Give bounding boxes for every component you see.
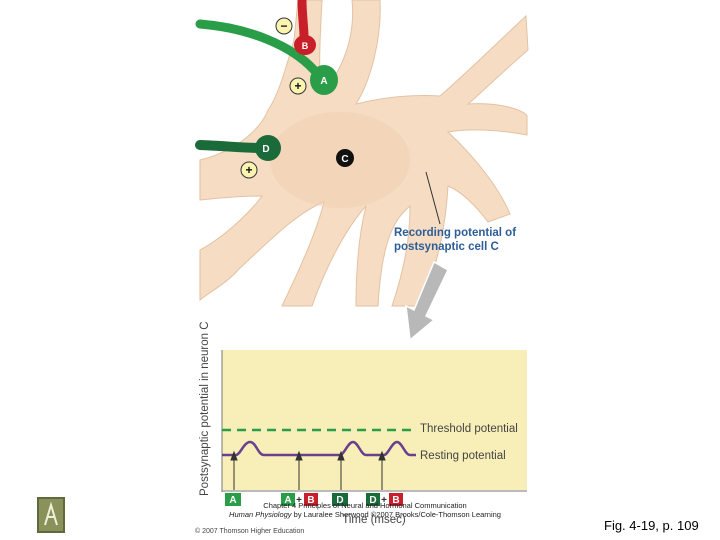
recording-leader-line xyxy=(425,171,441,225)
chart-background xyxy=(222,350,527,490)
caption-chapter-text: Chapter 4 Principles of Neural and Hormo… xyxy=(263,501,467,510)
stimulus-label-db-plus: + xyxy=(381,495,387,506)
sign-plus-d: + xyxy=(240,161,258,179)
sign-minus-text: − xyxy=(280,19,287,33)
stimulus-label-ab: A + B xyxy=(281,493,318,506)
recording-label-line2: postsynaptic cell C xyxy=(394,241,499,253)
stimulus-arrowhead-db xyxy=(378,450,386,461)
threshold-label: Threshold potential xyxy=(420,423,518,435)
x-axis-title: Time (msec) xyxy=(342,514,406,526)
stimulus-label-ab-b: B xyxy=(307,495,314,506)
recording-arrow xyxy=(405,260,449,342)
stimulus-label-a: A xyxy=(225,493,241,506)
stimulus-label-a-text: A xyxy=(229,495,236,506)
label-d: D xyxy=(262,144,269,155)
y-axis-title: Postsynaptic potential in neuron C xyxy=(199,321,211,496)
copyright-notice: © 2007 Thomson Higher Education xyxy=(195,528,305,535)
resting-label: Resting potential xyxy=(420,450,506,462)
caption-book-credit: by Lauralee Sherwood ©2007 Brooks/Cole-T… xyxy=(291,510,501,519)
stimulus-label-d: D xyxy=(332,493,348,506)
recording-label-line1: Recording potential of xyxy=(394,227,516,239)
terminal-d xyxy=(255,135,281,161)
caption-chapter-line: Chapter 4 Principles of Neural and Hormo… xyxy=(5,501,720,510)
terminal-a xyxy=(310,65,338,95)
recording-chart: Threshold potential Resting potential A … xyxy=(199,321,527,526)
stimulus-label-db-b: B xyxy=(392,495,399,506)
book-cover-thumbnail xyxy=(37,497,65,533)
axon-a xyxy=(195,19,319,75)
stimulus-arrowhead-d xyxy=(337,450,345,461)
sign-minus-b: − xyxy=(275,17,293,35)
sign-plus-d-text: + xyxy=(245,163,252,177)
stimulus-label-ab-plus: + xyxy=(296,495,302,506)
label-b: B xyxy=(302,41,309,51)
stimulus-label-db-d: D xyxy=(369,495,376,506)
stimulus-label-db: D + B xyxy=(366,493,403,506)
sign-plus-a: + xyxy=(289,77,307,95)
stimulus-arrowhead-a xyxy=(230,450,238,461)
axon-d xyxy=(195,140,267,153)
sign-plus-a-text: + xyxy=(294,79,301,93)
stimulus-label-ab-a: A xyxy=(284,495,291,506)
terminal-b xyxy=(294,35,316,55)
resting-trace xyxy=(222,440,416,457)
figure-reference: Fig. 4-19, p. 109 xyxy=(604,518,699,533)
stimulus-label-d-text: D xyxy=(336,495,343,506)
cell-c-marker xyxy=(336,149,354,167)
stimulus-arrowhead-ab xyxy=(295,450,303,461)
neuron-c xyxy=(199,0,529,307)
label-a: A xyxy=(320,76,327,87)
caption-book-title: Human Physiology xyxy=(229,510,292,519)
stimulus-arrows xyxy=(230,450,386,490)
caption-book-line: Human Physiology by Lauralee Sherwood ©2… xyxy=(5,510,720,519)
cell-c-label: C xyxy=(341,154,348,165)
axon-b xyxy=(297,0,309,41)
